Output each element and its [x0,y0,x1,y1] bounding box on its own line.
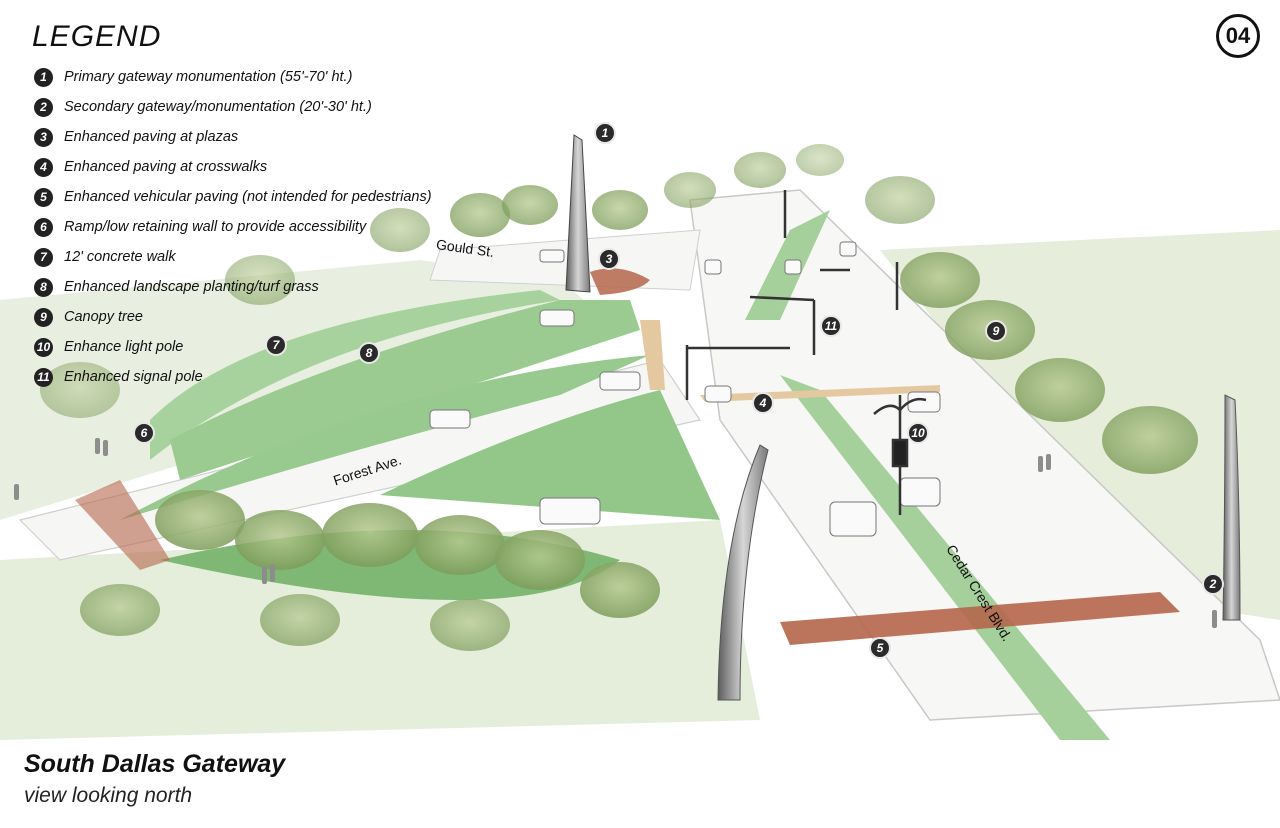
brick-paving-vehicular [780,592,1180,645]
legend-item: 3 Enhanced paving at plazas [34,122,432,152]
callout-4: 4 [752,392,774,414]
secondary-monument-east [1222,394,1241,621]
signal-poles [685,262,899,400]
callout-6: 6 [133,422,155,444]
vehicles [429,241,941,537]
legend-item: 10 Enhance light pole [34,332,432,362]
legend-label: Secondary gateway/monumentation (20'-30'… [64,99,372,115]
callout-8: 8 [358,342,380,364]
legend-label: Canopy tree [64,309,143,325]
legend-number: 2 [34,97,53,117]
callout-5: 5 [869,637,891,659]
legend-item: 6 Ramp/low retaining wall to provide acce… [34,212,432,242]
legend-number: 8 [34,277,53,297]
callout-11: 11 [820,315,842,337]
legend-item: 4 Enhanced paving at crosswalks [34,152,432,182]
legend-number: 1 [34,67,53,87]
callout-1: 1 [594,122,616,144]
light-pole [783,190,927,515]
legend-label: Enhanced paving at crosswalks [64,159,268,175]
legend-label: Enhanced paving at plazas [64,129,239,145]
drawing-title: South Dallas Gateway [24,750,286,778]
turf-center-triangle [380,390,720,520]
legend-item: 11 Enhanced signal pole [34,362,432,392]
legend-number: 7 [34,247,53,267]
median-green [780,375,1110,740]
callout-7: 7 [265,334,287,356]
secondary-monument-center [717,444,769,701]
callout-2: 2 [1202,573,1224,595]
tree-row-north [40,144,844,418]
legend-number: 4 [34,157,53,177]
legend-number: 9 [34,307,53,327]
tree-row-south [80,490,660,651]
brick-path-west [75,480,170,570]
legend-item: 5 Enhanced vehicular paving (not intended… [34,182,432,212]
legend-number: 6 [34,217,53,237]
legend-label: Enhanced signal pole [64,369,203,385]
sheet-number-badge: 04 [1216,14,1260,58]
brick-paving-plaza [590,268,650,295]
legend-number: 3 [34,127,53,147]
legend-label: 12' concrete walk [64,249,176,265]
callout-9: 9 [985,320,1007,342]
crosswalk-band-2 [640,320,665,390]
legend-label: Enhance light pole [64,339,184,355]
legend-number: 11 [34,367,53,387]
callout-10: 10 [907,422,929,444]
legend-number: 10 [34,337,53,357]
legend-item: 9 Canopy tree [34,302,432,332]
legend-item: 1 Primary gateway monumentation (55'-70' … [34,62,432,92]
legend-item: 2 Secondary gateway/monumentation (20'-30… [34,92,432,122]
pedestrians [14,438,1217,628]
legend-label: Ramp/low retaining wall to provide acces… [64,219,367,235]
legend-title: LEGEND [32,20,162,53]
turf-west-island [170,300,640,480]
turf-lenses [120,355,650,520]
legend-label: Primary gateway monumentation (55'-70' h… [64,69,353,85]
callout-3: 3 [598,248,620,270]
tree-row-east [865,176,1198,474]
primary-gateway-monument [565,134,591,293]
legend-number: 5 [34,187,53,207]
legend-item: 8 Enhanced landscape planting/turf grass [34,272,432,302]
legend-item: 7 12' concrete walk [34,242,432,272]
drawing-subtitle: view looking north [24,784,193,807]
legend-label: Enhanced landscape planting/turf grass [64,279,319,295]
turf-north-triangle [150,290,560,460]
legend-list: 1 Primary gateway monumentation (55'-70' … [34,62,432,392]
legend-label: Enhanced vehicular paving (not intended … [64,189,432,205]
